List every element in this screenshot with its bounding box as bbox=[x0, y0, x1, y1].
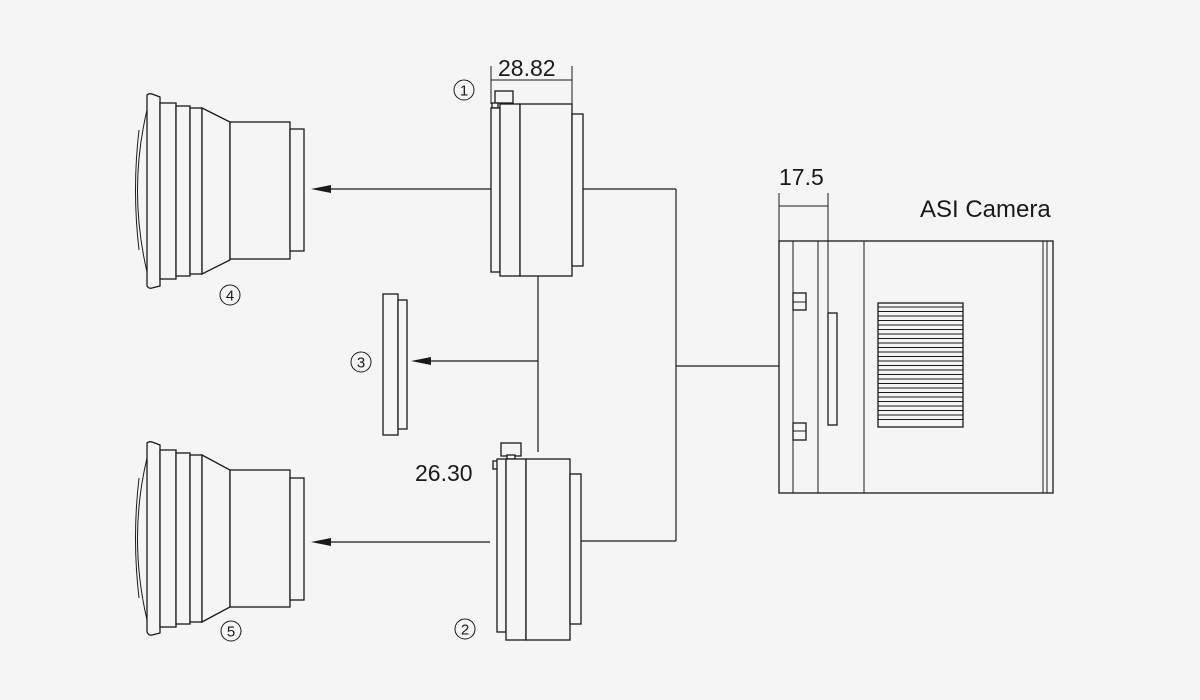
dimension-adapter-1 bbox=[490, 66, 573, 104]
marker-3-label: 3 bbox=[357, 355, 365, 372]
dimension-camera bbox=[778, 193, 829, 313]
lens-5 bbox=[135, 441, 305, 636]
dimension-label-adapter-2: 26.30 bbox=[415, 460, 473, 486]
adapter-1 bbox=[490, 90, 584, 277]
marker-4-label: 4 bbox=[226, 288, 234, 305]
camera-label: ASI Camera bbox=[920, 196, 1051, 223]
marker-1-label: 1 bbox=[460, 83, 468, 100]
marker-3: 3 bbox=[350, 351, 372, 373]
marker-2: 2 bbox=[454, 618, 476, 640]
arrow-to-spacer-3 bbox=[411, 357, 431, 365]
connection-lines bbox=[328, 188, 828, 543]
marker-2-label: 2 bbox=[461, 622, 469, 639]
marker-4: 4 bbox=[219, 284, 241, 306]
lens-4 bbox=[135, 93, 305, 289]
spacer-ring-3 bbox=[382, 293, 408, 436]
marker-5-label: 5 bbox=[227, 624, 235, 641]
cooling-fins bbox=[878, 306, 963, 420]
arrow-to-lens-4 bbox=[311, 185, 331, 193]
arrow-to-lens-5 bbox=[311, 538, 331, 546]
marker-5: 5 bbox=[220, 620, 242, 642]
asi-camera bbox=[778, 240, 1054, 494]
adapter-2 bbox=[492, 442, 582, 641]
dimension-label-adapter-1: 28.82 bbox=[498, 55, 556, 81]
marker-1: 1 bbox=[453, 79, 475, 101]
dimension-label-camera: 17.5 bbox=[779, 164, 824, 190]
